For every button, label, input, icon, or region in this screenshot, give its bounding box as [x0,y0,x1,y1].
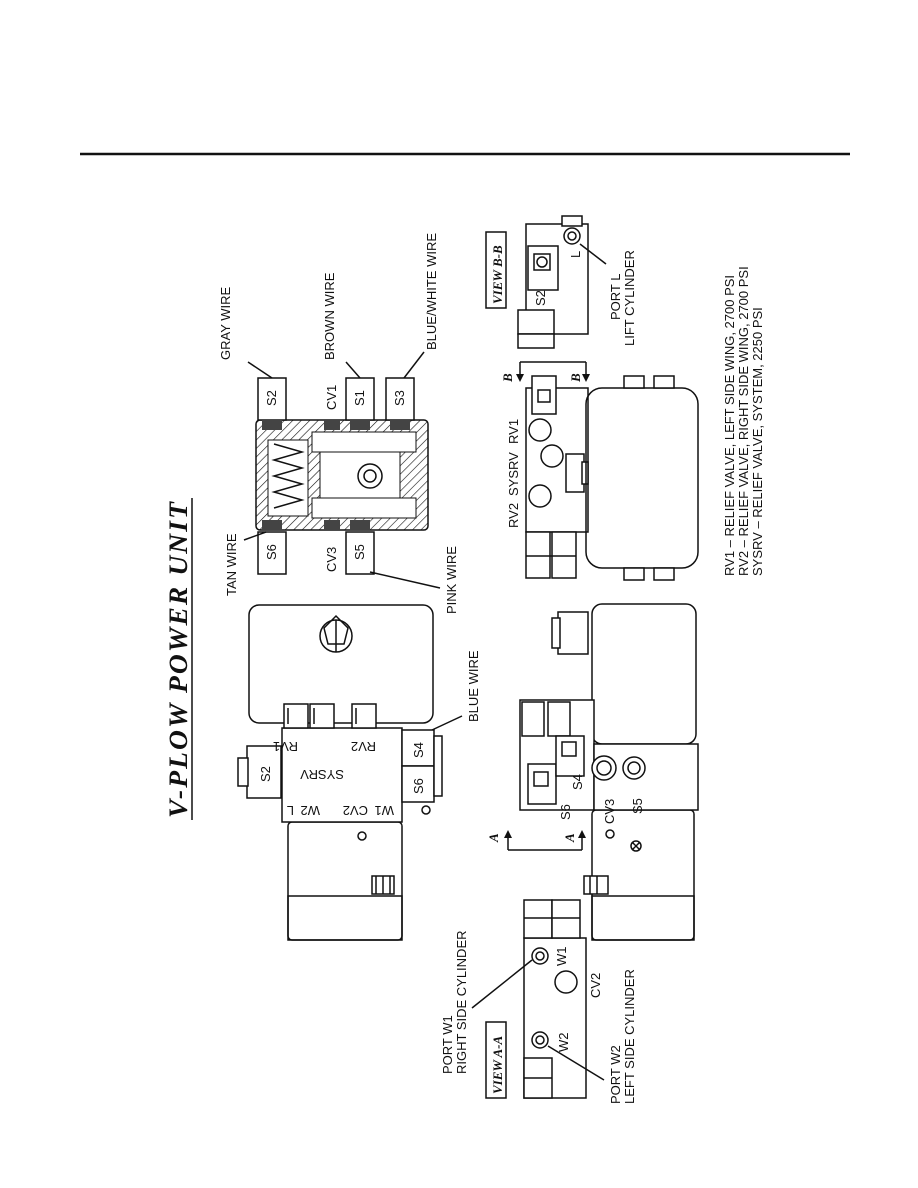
page-title: V-PLOW POWER UNIT [164,500,193,818]
label-s6: S6 [264,544,279,560]
cv2-port-circle [357,831,367,841]
s5-coil [345,531,375,575]
label-pink-wire: PINK WIRE [444,546,459,614]
label-w2-top: W2 [301,803,321,818]
label-view-a: VIEW A-A [490,1036,505,1094]
label-lift-cylinder: LIFT CYLINDER [622,250,637,346]
label-w1-top: W1 [375,803,395,818]
s6-coil [257,531,287,575]
label-l-top: L [287,803,294,818]
label-b-top: B [500,373,515,383]
rv2-circle [528,484,552,508]
label-brown-wire: BROWN WIRE [322,272,337,360]
label-b-bottom: B [568,373,583,383]
label-right-side-cylinder: RIGHT SIDE CYLINDER [454,930,469,1074]
label-gray-wire: GRAY WIRE [218,286,233,360]
s2-coil-top [246,745,282,799]
lower-motor [591,809,695,941]
label-s6-top: S6 [411,778,426,794]
legend-rv1: RV1 – RELIEF VALVE, LEFT SIDE WING, 2700… [722,275,737,576]
label-tan-wire: TAN WIRE [224,533,239,596]
s3-coil [385,377,415,421]
valve-manifold [281,727,403,823]
top-cartridges [283,703,377,729]
label-s2-top: S2 [258,766,273,782]
label-blue-white-wire: BLUE/WHITE WIRE [424,233,439,350]
top-assembly: RV1 RV2 SYSRV L W2 CV2 W1 S2 S4 S6 BLUE … [237,604,481,941]
view-a-assembly: S6 S4 CV3 S5 A A W1 CV2 W2 VIEW A-A PORT… [440,603,699,1104]
legend-rv2: RV2 – RELIEF VALVE, RIGHT SIDE WING, 270… [736,266,751,576]
view-a-port-w2 [531,1031,549,1049]
label-sysrv-top: SYSRV [300,767,344,782]
label-s3: S3 [392,390,407,406]
view-b-port-l [563,227,581,245]
label-left-side-cylinder: LEFT SIDE CYLINDER [622,969,637,1104]
label-s4-top: S4 [411,742,426,758]
reservoir [248,604,434,724]
view-a-port-w1 [531,947,549,965]
lower-cv3-circle [591,755,617,781]
breather-cap [319,614,353,653]
label-s6-lower: S6 [558,804,573,820]
side-reservoir [585,387,699,569]
section-view: S2 S1 S3 S6 S5 CV1 CV3 GRAY WIRE BROWN W… [218,233,459,614]
label-cv1: CV1 [324,385,339,410]
label-a-top: A [486,833,501,843]
side-view: B B RV1 SYSRV RV2 [500,361,699,581]
label-cv3: CV3 [324,547,339,572]
label-view-b: VIEW B-B [490,245,505,304]
label-s4-lower: S4 [570,774,585,790]
label-l-viewb: L [568,251,583,258]
s6-coil-top [401,765,435,803]
lower-reservoir [591,603,697,745]
view-a-cv2 [554,970,578,994]
label-w1-viewa: W1 [554,947,569,967]
label-w2-viewa: W2 [556,1033,571,1053]
label-s5: S5 [352,544,367,560]
motor-terminal [371,875,395,895]
sysrv-circle [540,444,564,468]
label-blue-wire: BLUE WIRE [466,650,481,722]
view-b-label-box [485,231,507,309]
label-port-w2: PORT W2 [608,1045,623,1104]
motor-end [287,895,403,941]
label-rv1-top: RV1 [273,739,298,754]
legend: RV1 – RELIEF VALVE, LEFT SIDE WING, 2700… [722,266,765,576]
label-rv2-side: RV2 [506,503,521,528]
label-a-bottom: A [562,833,577,843]
label-rv1-side: RV1 [506,419,521,444]
label-cv2-top: CV2 [343,803,368,818]
label-port-l: PORT L [608,274,623,320]
label-s2: S2 [264,390,279,406]
label-s5-lower: S5 [630,798,645,814]
label-cv2-viewa: CV2 [588,973,603,998]
label-sysrv-side: SYSRV [506,452,521,496]
label-rv2-top: RV2 [351,739,376,754]
label-port-w1: PORT W1 [440,1015,455,1074]
label-cv3-lower: CV3 [602,799,617,824]
view-a-label-box [485,1021,507,1099]
rv1-circle [528,418,552,442]
lower-s5-circle [622,756,646,780]
label-s1: S1 [352,390,367,406]
legend-sysrv: SYSRV – RELIEF VALVE, SYSTEM, 2250 PSI [750,307,765,576]
view-b-b: VIEW B-B S2 L PORT L LIFT CYLINDER [485,215,637,349]
label-s2-viewb: S2 [533,290,548,306]
s1-coil [345,377,375,421]
